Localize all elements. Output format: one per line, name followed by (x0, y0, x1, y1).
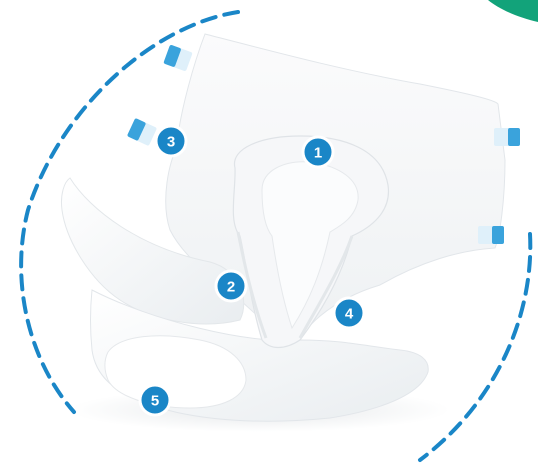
marker-5: 5 (140, 385, 170, 415)
marker-4-label: 4 (345, 306, 354, 323)
marker-3-label: 3 (167, 134, 175, 151)
tab-top-left (163, 44, 192, 71)
marker-3: 3 (156, 126, 186, 156)
marker-2: 2 (216, 271, 246, 301)
tab-bottom-right (478, 226, 504, 244)
marker-1: 1 (303, 137, 333, 167)
tab-mid-left (127, 118, 157, 146)
marker-2-label: 2 (227, 279, 235, 296)
corner-accent-shape (488, 0, 538, 22)
marker-5-label: 5 (151, 393, 159, 410)
marker-4: 4 (334, 298, 364, 328)
dashed-arc-right (420, 234, 530, 460)
tab-top-right (494, 128, 520, 146)
marker-1-label: 1 (314, 145, 322, 162)
